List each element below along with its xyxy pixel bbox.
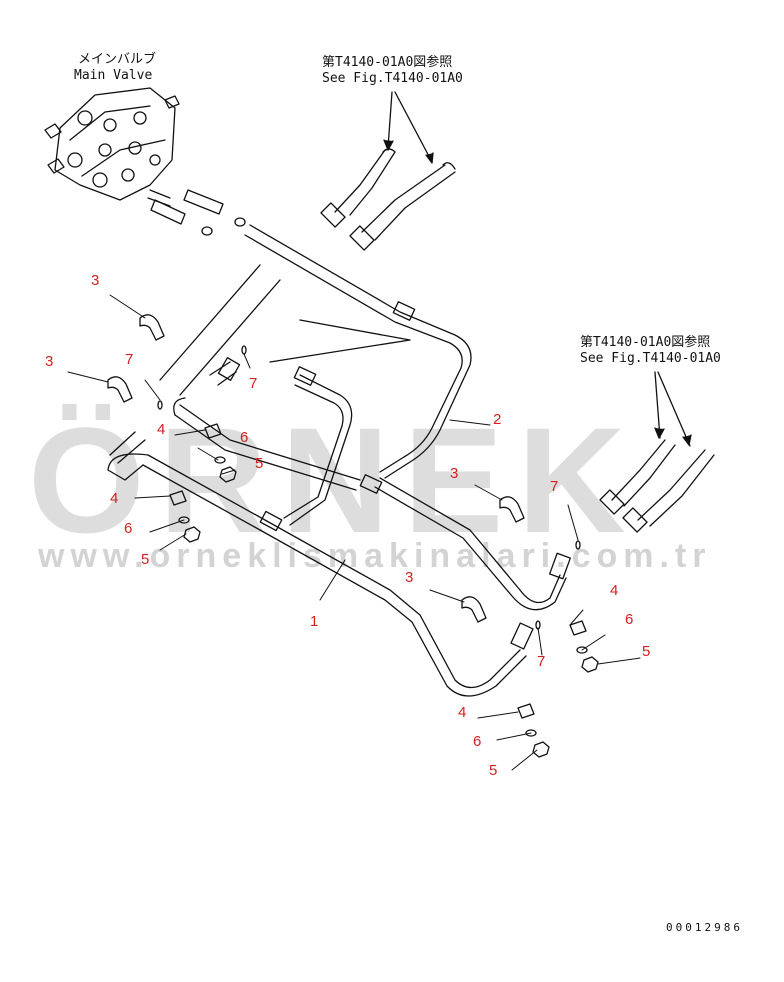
callout-3: 3: [405, 569, 414, 586]
callout-3: 3: [91, 272, 100, 289]
valve-fittings: [150, 189, 246, 236]
clamps: [107, 314, 525, 623]
brackets-washers-nuts: [169, 423, 599, 758]
pipe-1: [107, 431, 534, 697]
callout-5: 5: [642, 643, 651, 660]
callout-1: 1: [310, 613, 319, 630]
callout-4: 4: [110, 490, 119, 507]
pipe-2: [244, 224, 571, 611]
watermark-url: www.orneklismakinalari.com.tr: [38, 537, 712, 575]
callout-2: 2: [493, 411, 502, 428]
callout-6: 6: [124, 520, 133, 537]
drawing-number: 00012986: [666, 921, 743, 934]
callout-6: 6: [473, 733, 482, 750]
callout-7: 7: [550, 478, 559, 495]
callout-7: 7: [125, 351, 134, 368]
callout-3: 3: [45, 353, 54, 370]
callout-6: 6: [240, 429, 249, 446]
hoses-top: [320, 91, 456, 251]
callout-5: 5: [141, 551, 150, 568]
ref-right-label-jp: 第T4140-01A0図参照: [580, 335, 711, 350]
callout-4: 4: [610, 582, 619, 599]
ref-top-label-jp: 第T4140-01A0図参照: [322, 55, 453, 70]
callout-5: 5: [255, 455, 264, 472]
ref-top-label-en: See Fig.T4140-01A0: [322, 71, 463, 86]
callout-7: 7: [537, 653, 546, 670]
leader-diag: [159, 264, 281, 396]
callout-leaders: [67, 294, 641, 771]
main-valve-label-en: Main Valve: [74, 68, 153, 83]
pipe-middle: [173, 357, 361, 526]
callout-5: 5: [489, 762, 498, 779]
callout-4: 4: [458, 704, 467, 721]
watermark-brand: ÖRNEK: [28, 396, 640, 564]
callout-4: 4: [157, 421, 166, 438]
callout-6: 6: [625, 611, 634, 628]
callout-3: 3: [450, 465, 459, 482]
leader-ref: [269, 319, 411, 363]
ref-right-label-en: See Fig.T4140-01A0: [580, 351, 721, 366]
main-valve: [44, 87, 180, 207]
hoses-right: [599, 371, 715, 533]
main-valve-label-jp: メインバルブ: [78, 52, 157, 67]
callout-7: 7: [249, 375, 258, 392]
